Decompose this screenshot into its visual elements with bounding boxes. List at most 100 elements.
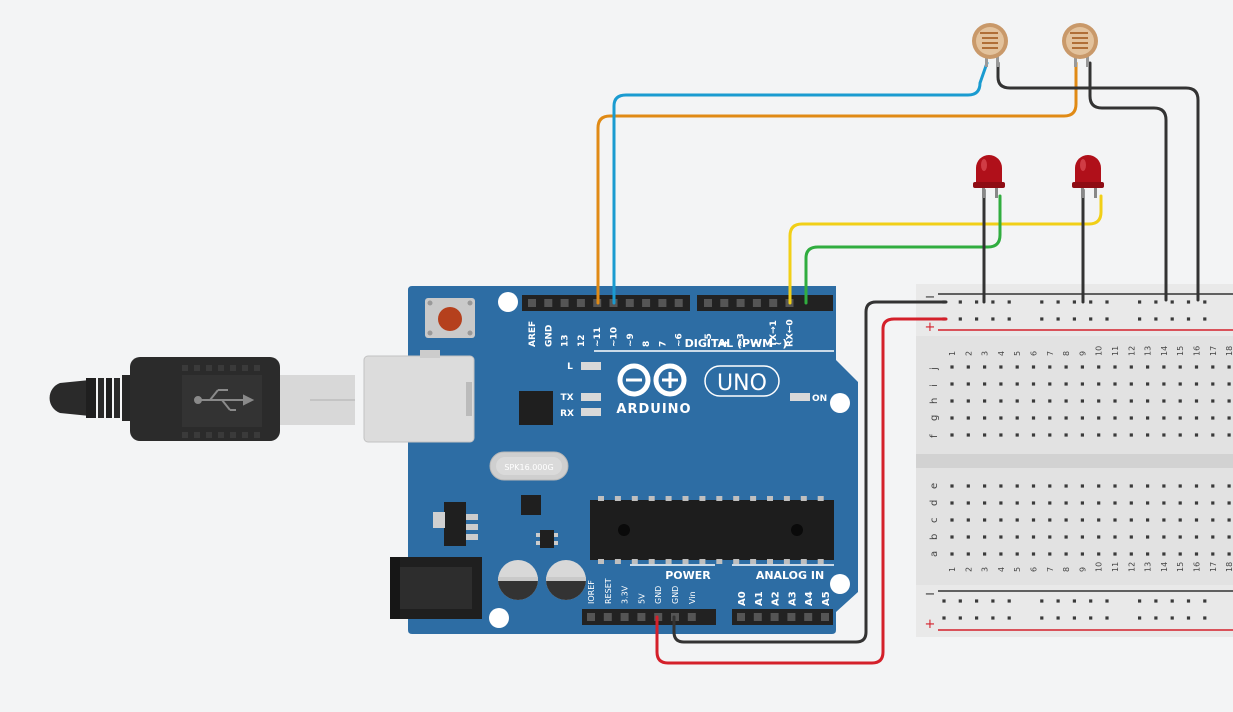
power-pin-1[interactable] xyxy=(603,613,612,621)
analog-pin-2[interactable] xyxy=(770,613,779,621)
mounting-hole xyxy=(830,393,850,413)
row-letter: a xyxy=(929,551,940,557)
analog-pin-4[interactable] xyxy=(804,613,813,621)
column-number: 4 xyxy=(997,567,1006,572)
led-tx-label: TX xyxy=(560,393,573,403)
onboard-leds: L TX RX ON xyxy=(560,362,827,419)
usb-cable-strain-relief xyxy=(49,380,90,416)
column-number: 14 xyxy=(1160,346,1169,356)
usb-b-port[interactable] xyxy=(363,350,475,443)
wire-yellow-pin2[interactable] xyxy=(788,194,1103,305)
row-letter: c xyxy=(929,518,940,524)
digital-header-label: DIGITAL (PWM~) xyxy=(685,337,788,350)
column-number: 4 xyxy=(997,351,1006,356)
digital-pin-label: ~11 xyxy=(593,327,603,347)
column-number: 12 xyxy=(1127,346,1136,356)
led-on-label: ON xyxy=(812,394,827,404)
digital-pin-label: ~3 xyxy=(737,333,747,347)
atmega-microcontroller xyxy=(590,496,834,564)
analog-pin-label: A2 xyxy=(771,591,782,606)
brand-label: ARDUINO xyxy=(616,402,691,417)
voltage-regulator xyxy=(433,502,478,546)
power-pin-label: 5V xyxy=(637,593,646,604)
digital-pin-label: ~6 xyxy=(675,333,685,347)
header-pin-8[interactable] xyxy=(658,299,667,307)
analog-pin-3[interactable] xyxy=(787,613,796,621)
wire-blue-pin12[interactable] xyxy=(612,61,989,305)
arduino-uno-board[interactable]: L TX RX ON ARDUINO UNO SPK16.000G xyxy=(363,286,858,634)
led-2[interactable] xyxy=(1072,155,1104,198)
wire-red-5v[interactable] xyxy=(655,317,948,665)
header-pin-12[interactable] xyxy=(736,299,745,307)
digital-pin-label: AREF xyxy=(528,321,538,347)
analog-header-label: ANALOG IN xyxy=(756,569,824,582)
digital-pin-label: ~10 xyxy=(610,327,620,347)
column-number: 9 xyxy=(1078,567,1087,572)
arduino-logo: ARDUINO UNO xyxy=(616,363,780,417)
column-number: 7 xyxy=(1046,351,1055,356)
header-pin-2[interactable] xyxy=(560,299,569,307)
header-pin-10[interactable] xyxy=(704,299,712,307)
wire-black-ldr2[interactable] xyxy=(1088,61,1168,302)
row-letter: f xyxy=(929,434,940,438)
header-pin-6[interactable] xyxy=(625,299,634,307)
power-pin-3[interactable] xyxy=(637,613,646,621)
capacitor xyxy=(546,560,586,600)
analog-pin-label: A1 xyxy=(754,591,765,606)
column-number: 7 xyxy=(1046,567,1055,572)
mounting-hole xyxy=(830,574,850,594)
photoresistor-1[interactable] xyxy=(972,23,1008,67)
column-number: 17 xyxy=(1209,562,1218,572)
column-number: 1 xyxy=(948,567,957,572)
crystal-oscillator: SPK16.000G xyxy=(489,451,569,481)
digital-pin-label: GND xyxy=(544,325,554,347)
wire-orange-pin13[interactable] xyxy=(596,61,1078,305)
analog-pin-0[interactable] xyxy=(737,613,745,621)
power-pin-0[interactable] xyxy=(587,613,595,621)
header-pin-13[interactable] xyxy=(752,299,761,307)
analog-pin-1[interactable] xyxy=(753,613,762,621)
column-number: 6 xyxy=(1030,567,1039,572)
reset-button[interactable] xyxy=(425,298,475,338)
wire-green-pin1[interactable] xyxy=(804,194,1002,305)
mounting-hole xyxy=(498,292,518,312)
header-pin-3[interactable] xyxy=(576,299,585,307)
led-1[interactable] xyxy=(973,155,1005,198)
power-pin-2[interactable] xyxy=(620,613,629,621)
column-number: 8 xyxy=(1062,351,1071,356)
power-pin-label: 3.3V xyxy=(621,585,630,604)
header-pin-0[interactable] xyxy=(528,299,536,307)
breadboard-trench xyxy=(916,454,1233,468)
small-chip xyxy=(521,495,541,515)
dc-power-jack[interactable] xyxy=(390,557,482,619)
header-pin-11[interactable] xyxy=(720,299,729,307)
row-letter: e xyxy=(929,483,940,489)
digital-pin-label: ~5 xyxy=(704,333,714,347)
analog-pin-5[interactable] xyxy=(821,613,829,621)
usb-icon xyxy=(194,389,255,411)
column-number: 11 xyxy=(1111,346,1120,356)
rail-minus-label: − xyxy=(925,587,936,602)
header-pin-1[interactable] xyxy=(544,299,553,307)
analog-pin-label: A5 xyxy=(821,591,832,606)
column-number: 9 xyxy=(1078,351,1087,356)
column-number: 12 xyxy=(1127,562,1136,572)
crystal-label: SPK16.000G xyxy=(504,463,553,472)
header-pin-14[interactable] xyxy=(769,299,778,307)
photoresistor-2[interactable] xyxy=(1062,23,1098,67)
column-number: 13 xyxy=(1144,562,1153,572)
wire-black-gnd[interactable] xyxy=(672,300,948,644)
header-pin-7[interactable] xyxy=(642,299,651,307)
wire-black-ldr1[interactable] xyxy=(996,61,1200,302)
power-pin-label: RESET xyxy=(604,578,613,604)
digital-pin-label: TX→1 xyxy=(769,320,779,347)
column-number: 5 xyxy=(1013,351,1022,356)
header-pin-9[interactable] xyxy=(674,299,683,307)
power-pin-6[interactable] xyxy=(687,613,696,621)
power-pin-label: GND xyxy=(671,586,680,604)
usb-cable[interactable] xyxy=(49,357,355,441)
